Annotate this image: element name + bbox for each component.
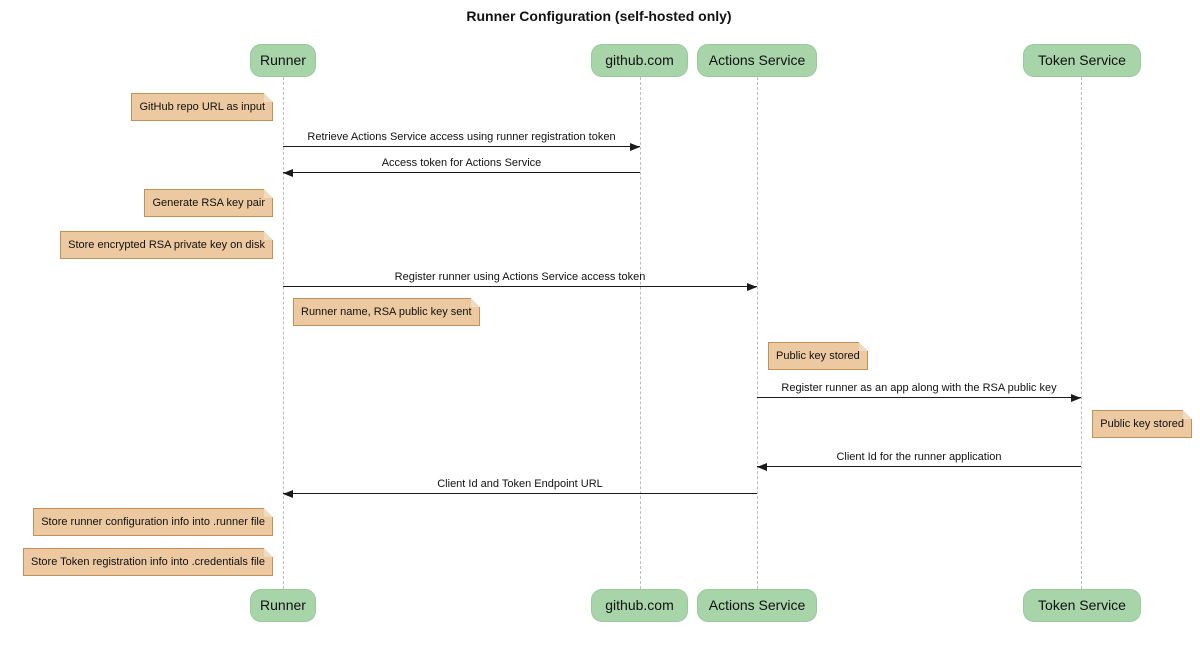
arrowhead-left-icon xyxy=(283,168,293,177)
message-label: Client Id for the runner application xyxy=(836,451,1002,463)
participant-token-service-top: Token Service xyxy=(1023,44,1141,77)
message-line xyxy=(757,397,1081,398)
note: Store runner configuration info into .ru… xyxy=(33,508,273,536)
lifeline-token-service xyxy=(1081,77,1082,589)
arrowhead-left-icon xyxy=(757,462,767,471)
participant-token-service-bottom: Token Service xyxy=(1023,589,1141,622)
message-label: Retrieve Actions Service access using ru… xyxy=(307,131,616,143)
note: Runner name, RSA public key sent xyxy=(293,298,480,326)
message-label: Access token for Actions Service xyxy=(381,157,542,169)
arrowhead-left-icon xyxy=(283,489,293,498)
arrowhead-right-icon xyxy=(1071,393,1081,402)
participant-github-bottom: github.com xyxy=(591,589,688,622)
message-label: Register runner as an app along with the… xyxy=(781,382,1057,394)
message-line xyxy=(283,493,757,494)
lifeline-actions-service xyxy=(757,77,758,589)
message-line xyxy=(283,146,640,147)
note: Store encrypted RSA private key on disk xyxy=(60,231,273,259)
note: Store Token registration info into .cred… xyxy=(23,548,273,576)
message-line xyxy=(283,286,757,287)
diagram-title: Runner Configuration (self-hosted only) xyxy=(466,8,732,24)
message-label: Client Id and Token Endpoint URL xyxy=(437,478,603,490)
note: Public key stored xyxy=(1092,410,1192,438)
lifeline-runner xyxy=(283,77,284,589)
message-label: Register runner using Actions Service ac… xyxy=(394,271,646,283)
note: Generate RSA key pair xyxy=(144,189,273,217)
participant-github-top: github.com xyxy=(591,44,688,77)
lifeline-github xyxy=(640,77,641,589)
participant-actions-service-bottom: Actions Service xyxy=(697,589,817,622)
message-line xyxy=(283,172,640,173)
arrowhead-right-icon xyxy=(630,142,640,151)
participant-runner-bottom: Runner xyxy=(250,589,316,622)
participant-runner-top: Runner xyxy=(250,44,316,77)
note: Public key stored xyxy=(768,342,868,370)
message-line xyxy=(757,466,1081,467)
note: GitHub repo URL as input xyxy=(131,93,273,121)
arrowhead-right-icon xyxy=(747,282,757,291)
participant-actions-service-top: Actions Service xyxy=(697,44,817,77)
